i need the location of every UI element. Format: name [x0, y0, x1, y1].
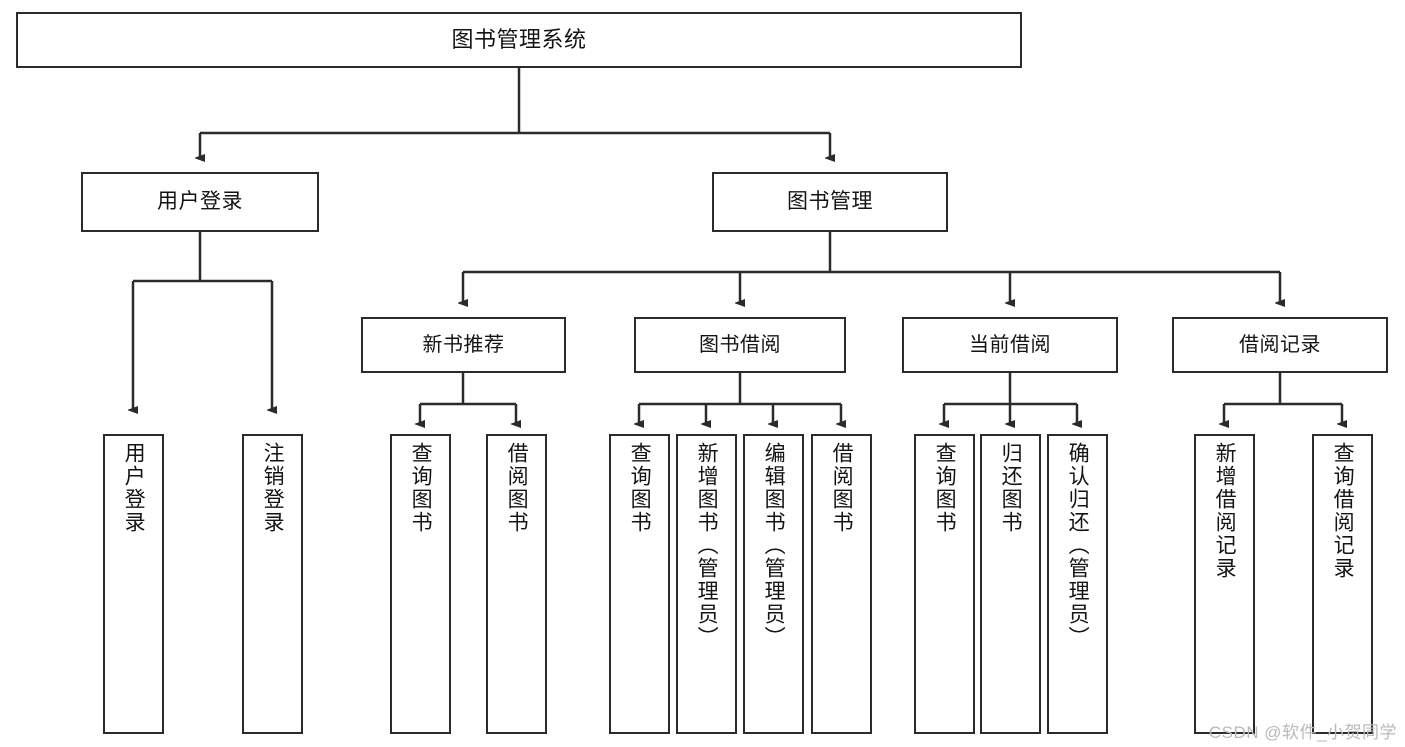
- node-user-login[interactable]: 用户登录: [81, 172, 319, 232]
- leaf-user-login-label: 用户登录: [122, 442, 146, 534]
- node-current-borrow-label: 当前借阅: [969, 333, 1051, 356]
- csdn-watermark: CSDN @软件_小贺同学: [1208, 723, 1397, 742]
- node-borrow-record-label: 借阅记录: [1239, 333, 1321, 356]
- node-root[interactable]: 图书管理系统: [16, 12, 1022, 68]
- leaf-return-book[interactable]: 归还图书: [980, 434, 1041, 734]
- node-new-book-recommend-label: 新书推荐: [422, 333, 505, 356]
- leaf-confirm-return-admin[interactable]: 确认归还（管理员）: [1047, 434, 1108, 734]
- leaf-query-borrow-record-label: 查询借阅记录: [1331, 442, 1355, 580]
- leaf-borrow-book-borrow[interactable]: 借阅图书: [811, 434, 872, 734]
- node-new-book-recommend[interactable]: 新书推荐: [361, 317, 566, 373]
- leaf-borrow-book-newbook[interactable]: 借阅图书: [486, 434, 547, 734]
- leaf-return-book-label: 归还图书: [999, 442, 1023, 534]
- leaf-edit-book-admin[interactable]: 编辑图书（管理员）: [743, 434, 804, 734]
- leaf-add-book-admin-label: 新增图书（管理员）: [695, 442, 719, 649]
- leaf-borrow-book-borrow-label: 借阅图书: [830, 442, 854, 534]
- leaf-query-book-borrow-label: 查询图书: [628, 442, 652, 534]
- leaf-query-book-current-label: 查询图书: [933, 442, 957, 534]
- leaf-add-borrow-record-label: 新增借阅记录: [1213, 442, 1237, 580]
- leaf-user-login[interactable]: 用户登录: [103, 434, 164, 734]
- leaf-query-book-current[interactable]: 查询图书: [914, 434, 975, 734]
- node-user-login-label: 用户登录: [157, 190, 243, 214]
- leaf-confirm-return-admin-label: 确认归还（管理员）: [1066, 442, 1090, 649]
- node-book-borrow[interactable]: 图书借阅: [634, 317, 846, 373]
- node-book-management[interactable]: 图书管理: [712, 172, 948, 232]
- leaf-add-borrow-record[interactable]: 新增借阅记录: [1194, 434, 1255, 734]
- leaf-query-borrow-record[interactable]: 查询借阅记录: [1312, 434, 1373, 734]
- leaf-logout[interactable]: 注销登录: [242, 434, 303, 734]
- leaf-edit-book-admin-label: 编辑图书（管理员）: [762, 442, 786, 649]
- leaf-query-book-borrow[interactable]: 查询图书: [609, 434, 670, 734]
- node-book-management-label: 图书管理: [787, 190, 873, 214]
- node-borrow-record[interactable]: 借阅记录: [1172, 317, 1388, 373]
- node-book-borrow-label: 图书借阅: [699, 333, 781, 356]
- leaf-query-book-newbook-label: 查询图书: [409, 442, 433, 534]
- leaf-add-book-admin[interactable]: 新增图书（管理员）: [676, 434, 737, 734]
- leaf-borrow-book-newbook-label: 借阅图书: [505, 442, 529, 534]
- leaf-query-book-newbook[interactable]: 查询图书: [390, 434, 451, 734]
- node-root-label: 图书管理系统: [451, 26, 587, 52]
- node-current-borrow[interactable]: 当前借阅: [902, 317, 1118, 373]
- leaf-logout-label: 注销登录: [261, 442, 285, 534]
